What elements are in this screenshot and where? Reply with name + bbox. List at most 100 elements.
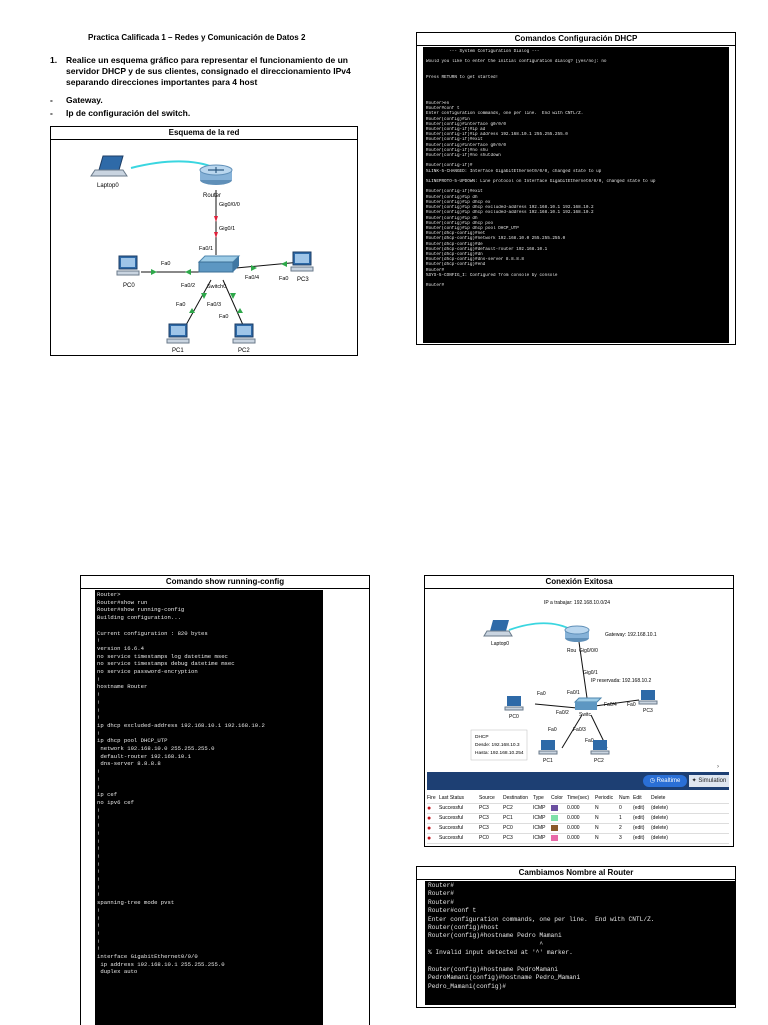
terminal-line: ! bbox=[97, 714, 101, 722]
terminal-line: ^ bbox=[428, 940, 544, 948]
pc1-icon bbox=[538, 740, 558, 755]
network-diagram: Laptop0 Router Gig0/0/0 Gig0/1 Fa0/1 Fa0… bbox=[90, 155, 314, 354]
terminal-line: Router(config-if)#no shu bbox=[426, 147, 488, 153]
cell-num: 0 bbox=[619, 805, 622, 811]
pc-label: PC3 bbox=[643, 708, 653, 714]
table-header-cell: Color bbox=[551, 795, 563, 801]
question-line: servidor DHCP y de sus clientes, consign… bbox=[66, 66, 351, 76]
fire-icon: ● bbox=[427, 835, 432, 842]
cell-del[interactable]: (delete) bbox=[651, 825, 668, 831]
terminal-line: Router>en bbox=[426, 101, 450, 107]
terminal-line: Router(config)#hostname PedroMamani bbox=[428, 966, 558, 974]
router-label: Rou bbox=[567, 648, 576, 654]
terminal-line: ! bbox=[97, 783, 101, 791]
laptop-label: Laptop0 bbox=[491, 641, 509, 647]
terminal-line: ip address 192.168.10.1 255.255.255.0 bbox=[97, 960, 225, 968]
terminal-line: no service timestamps debug datetime mse… bbox=[97, 660, 235, 668]
terminal-line: ! bbox=[97, 814, 101, 822]
panel-title: Conexión Exitosa bbox=[425, 576, 733, 589]
port-label: Fa0/4 bbox=[245, 275, 259, 281]
question-text: Realice un esquema gráfico para represen… bbox=[66, 55, 351, 88]
terminal-line: ! bbox=[97, 775, 101, 783]
runner-icon: ✦ bbox=[691, 778, 699, 784]
pc1-icon bbox=[166, 323, 190, 344]
cell-status: Successful bbox=[439, 815, 464, 821]
terminal-line: ! bbox=[97, 706, 101, 714]
cell-dst: PC2 bbox=[503, 805, 513, 811]
router-label: Router bbox=[203, 193, 221, 199]
terminal-line: ! bbox=[97, 829, 101, 837]
table-header-cell: Last Status bbox=[439, 795, 465, 801]
terminal-line: PedroMamani(config)#hostname Pedro_Maman… bbox=[428, 974, 581, 982]
terminal-line: Router(config-if)#no shutdown bbox=[426, 153, 501, 159]
cell-status: Successful bbox=[439, 835, 464, 841]
table-header-cell: Edit bbox=[633, 795, 642, 801]
dhcp-terminal: --- System Configuration Dialog --- Woul… bbox=[423, 47, 729, 343]
terminal-line: ! bbox=[97, 868, 101, 876]
terminal-line: Current configuration : 820 bytes bbox=[97, 629, 208, 637]
terminal-line: Router#show run bbox=[97, 598, 148, 606]
table-header-cell: Delete bbox=[651, 795, 666, 801]
cell-edit[interactable]: (edit) bbox=[633, 825, 645, 831]
color-swatch-box bbox=[551, 804, 558, 811]
terminal-line: Press RETURN to get started! bbox=[426, 75, 499, 81]
terminal-line: Router(config)#ip dh bbox=[426, 194, 478, 200]
terminal-line: ! bbox=[97, 691, 101, 699]
port-label: Fa0 bbox=[585, 738, 594, 744]
cell-del[interactable]: (delete) bbox=[651, 805, 668, 811]
pc-label: PC1 bbox=[543, 758, 553, 764]
terminal-line: ! bbox=[97, 698, 101, 706]
chevron-right-icon[interactable]: › bbox=[717, 764, 719, 770]
question-line: Realice un esquema gráfico para represen… bbox=[66, 55, 348, 65]
terminal-line: ! bbox=[97, 837, 101, 845]
running-config-panel: Comando show running-config Router>Route… bbox=[80, 575, 370, 1025]
cell-edit[interactable]: (edit) bbox=[633, 805, 645, 811]
cell-num: 3 bbox=[619, 835, 622, 841]
realtime-tab[interactable]: ◷ Realtime bbox=[643, 775, 687, 787]
terminal-line: Router(dhcp-config)#end bbox=[426, 262, 486, 268]
link-marker bbox=[281, 261, 287, 267]
success-diagram: IP a trabajar: 192.168.10.0/24 Laptop0 G… bbox=[470, 600, 719, 770]
cell-type: ICMP bbox=[533, 815, 546, 821]
terminal-line: ! bbox=[97, 729, 101, 737]
terminal-line: default-router 192.168.10.1 bbox=[97, 752, 191, 760]
terminal-line: Router#conf t bbox=[428, 907, 477, 915]
table-header-cell: Fire bbox=[427, 795, 436, 801]
link-marker bbox=[185, 269, 191, 275]
terminal-line: Router(dhcp-config)#de bbox=[426, 241, 483, 247]
cell-time: 0.000 bbox=[567, 805, 580, 811]
terminal-line: Router# bbox=[426, 267, 445, 273]
terminal-line: Router(config)#host bbox=[428, 924, 499, 932]
port-label: Fa0 bbox=[537, 691, 546, 697]
cell-status: Successful bbox=[439, 825, 464, 831]
terminal-line: ! bbox=[97, 852, 101, 860]
cell-edit[interactable]: (edit) bbox=[633, 835, 645, 841]
cell-time: 0.000 bbox=[567, 825, 580, 831]
color-swatch bbox=[551, 814, 567, 823]
cell-periodic: N bbox=[595, 805, 599, 811]
terminal-line: ip dhcp excluded-address 192.168.10.1 19… bbox=[97, 721, 265, 729]
bullet-list: -Gateway. -Ip de configuración del switc… bbox=[50, 94, 190, 120]
cell-del[interactable]: (delete) bbox=[651, 835, 668, 841]
cell-time: 0.000 bbox=[567, 815, 580, 821]
link-marker bbox=[189, 308, 195, 313]
pc2-icon bbox=[232, 323, 256, 344]
dhcp-to: Hasta: 192.168.10.254 bbox=[475, 750, 524, 756]
port-label: Fa0/1 bbox=[567, 690, 580, 696]
cell-edit[interactable]: (edit) bbox=[633, 815, 645, 821]
pc-label: PC2 bbox=[594, 758, 604, 764]
panel-title: Comandos Configuración DHCP bbox=[417, 33, 735, 46]
pc3-icon bbox=[290, 251, 314, 272]
terminal-line: Router(config)#ip dhcp excluded-address … bbox=[426, 210, 594, 216]
simulation-tab[interactable]: ✦ Simulation bbox=[689, 775, 729, 787]
cell-del[interactable]: (delete) bbox=[651, 815, 668, 821]
port-label: Fa0 bbox=[176, 302, 185, 308]
port-label: Gig0/1 bbox=[219, 226, 235, 232]
cell-src: PC3 bbox=[479, 815, 489, 821]
